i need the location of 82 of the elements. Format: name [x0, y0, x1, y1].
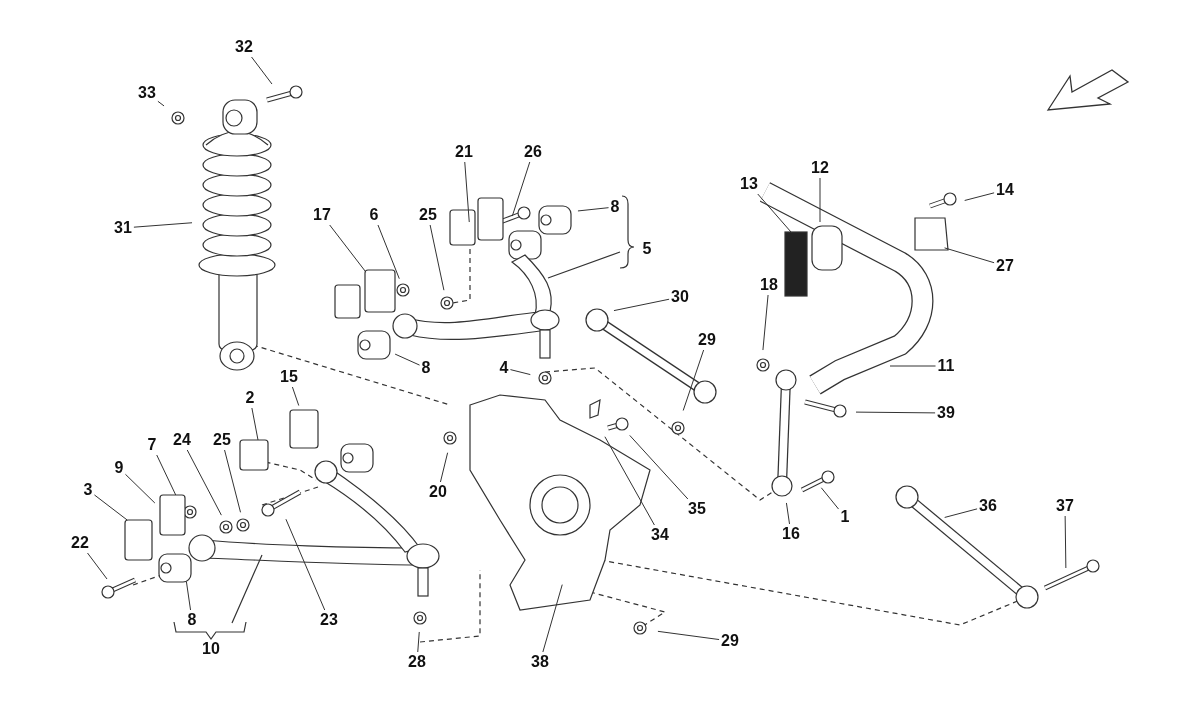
callout-number: 30 — [670, 288, 690, 306]
callout-number: 8 — [420, 359, 432, 377]
callout-number: 28 — [407, 653, 427, 671]
callout-number: 1 — [839, 508, 851, 526]
callout-number: 25 — [212, 431, 232, 449]
leader-line — [185, 581, 192, 611]
callout-number: 38 — [530, 653, 550, 671]
leader-line — [604, 436, 655, 526]
callout-number: 21 — [454, 143, 474, 161]
callout-number: 12 — [810, 159, 830, 177]
callout-number: 16 — [781, 525, 801, 543]
callout-number: 5 — [641, 240, 653, 258]
leader-line — [156, 454, 177, 496]
leader-line — [1064, 515, 1067, 569]
callout-number: 11 — [936, 357, 956, 375]
callout-number: 29 — [697, 331, 717, 349]
leader-line — [785, 502, 791, 525]
leader-line — [757, 193, 792, 233]
leader-line — [820, 487, 840, 510]
leader-line — [291, 386, 300, 407]
leader-line — [682, 349, 705, 412]
callout-number: 14 — [995, 181, 1015, 199]
callout-number: 17 — [312, 206, 332, 224]
leader-line — [224, 449, 241, 513]
leader-line — [509, 369, 531, 376]
callout-number: 9 — [113, 459, 125, 477]
leader-line — [329, 224, 367, 273]
callout-number: 34 — [650, 526, 670, 544]
leader-line — [124, 473, 156, 504]
callout-number: 4 — [498, 359, 510, 377]
leader-line — [964, 192, 995, 201]
callout-number: 10 — [201, 640, 221, 658]
callout-number: 27 — [995, 257, 1015, 275]
callout-number: 3 — [82, 481, 94, 499]
leader-line — [464, 161, 470, 223]
callout-number: 24 — [172, 431, 192, 449]
leader-line — [157, 100, 165, 107]
callout-number: 29 — [720, 632, 740, 650]
leader-line — [285, 518, 326, 611]
callout-number: 15 — [279, 368, 299, 386]
leader-line — [629, 434, 689, 500]
leader-line — [944, 247, 995, 264]
callout-number: 7 — [146, 436, 158, 454]
leader-line — [511, 161, 531, 217]
leader-line — [377, 224, 400, 280]
leader-line — [439, 452, 449, 483]
callout-number: 36 — [978, 497, 998, 515]
callout-number: 18 — [759, 276, 779, 294]
callout-number: 35 — [687, 500, 707, 518]
leader-line — [186, 449, 222, 516]
leader-line — [417, 631, 420, 653]
leader-line — [944, 508, 978, 518]
callout-number: 37 — [1055, 497, 1075, 515]
callout-number: 8 — [186, 611, 198, 629]
callout-number: 2 — [244, 389, 256, 407]
leader-line — [855, 411, 936, 414]
leader-line — [87, 552, 108, 580]
callout-number: 32 — [234, 38, 254, 56]
callout-number: 13 — [739, 175, 759, 193]
callout-number: 6 — [368, 206, 380, 224]
leader-line — [613, 298, 670, 312]
leader-line — [542, 584, 563, 653]
leader-line — [577, 207, 610, 212]
callout-number: 26 — [523, 143, 543, 161]
leader-line — [394, 353, 421, 366]
leader-line — [657, 630, 720, 641]
leader-line — [429, 224, 445, 291]
leader-line — [762, 294, 769, 351]
callout-number: 8 — [609, 198, 621, 216]
callout-number: 20 — [428, 483, 448, 501]
callout-number: 23 — [319, 611, 339, 629]
callout-number: 25 — [418, 206, 438, 224]
leader-line — [133, 222, 193, 228]
callout-number: 31 — [113, 219, 133, 237]
callout-number: 22 — [70, 534, 90, 552]
leader-line — [251, 407, 259, 441]
leader-line — [889, 365, 937, 367]
leader-line — [251, 56, 273, 85]
callout-number: 39 — [936, 404, 956, 422]
leader-line — [93, 494, 128, 521]
callout-number: 33 — [137, 84, 157, 102]
leader-line — [819, 177, 821, 223]
